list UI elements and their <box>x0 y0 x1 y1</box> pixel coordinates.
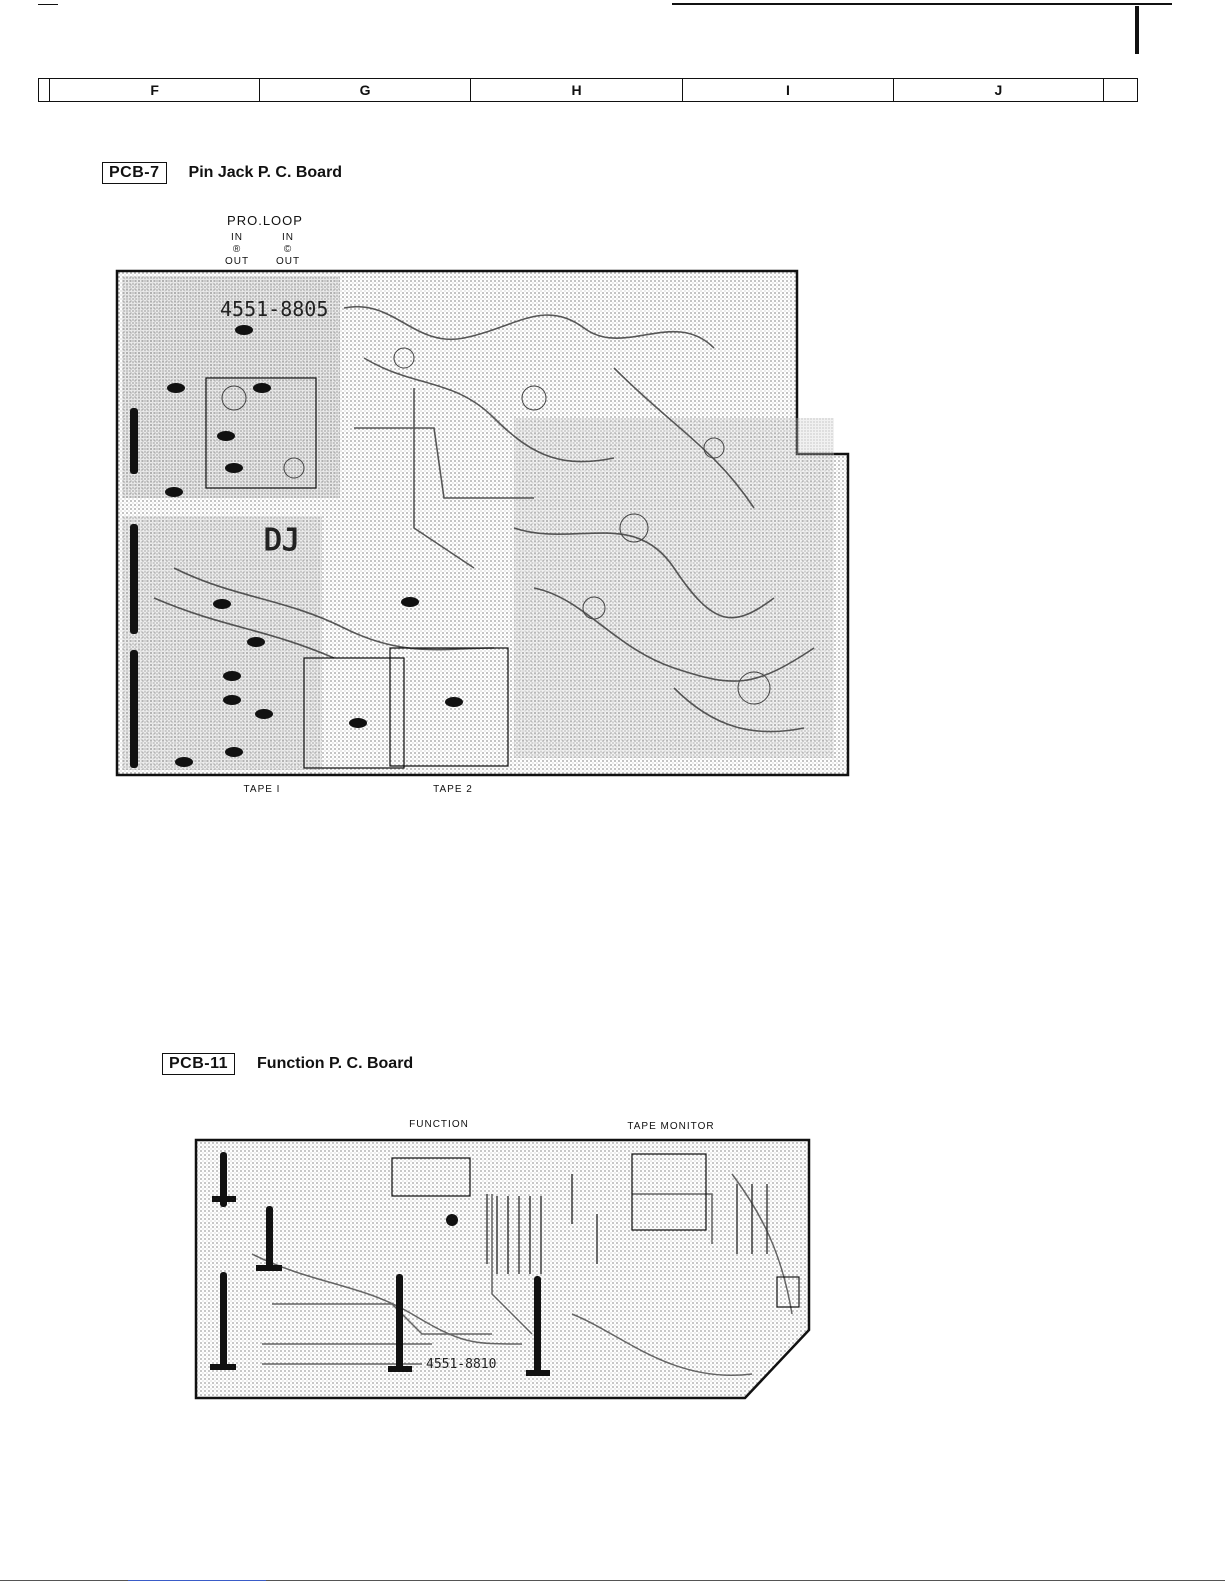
ruler-column-j: J <box>893 79 1103 101</box>
top-rule-right <box>672 3 1172 5</box>
pcb11-tag: PCB-11 <box>162 1053 235 1075</box>
ruler-column-f: F <box>49 79 259 101</box>
pcb11-heading: PCB-11 Function P. C. Board <box>162 1053 413 1075</box>
pcb7-tag: PCB-7 <box>102 162 167 184</box>
pcb7-board-number: 4551-8805 <box>220 297 328 321</box>
pcb11-board-number: 4551-8810 <box>426 1357 496 1372</box>
pcb7-heading: PCB-7 Pin Jack P. C. Board <box>102 162 342 184</box>
ruler-tail <box>1103 79 1138 101</box>
bottom-blue-link-rule <box>128 1580 266 1581</box>
ruler-column-h: H <box>470 79 682 101</box>
pcb11-board: 4551-8810 <box>192 1134 814 1404</box>
ruler-spacer <box>38 79 49 101</box>
ruler-column-i: I <box>682 79 892 101</box>
pcb7-title: Pin Jack P. C. Board <box>189 164 343 182</box>
pro-loop-label: PRO.LOOP <box>220 214 310 227</box>
column-ruler: F G H I J <box>38 78 1138 102</box>
tape1-label: TAPE I <box>232 783 292 796</box>
tape2-label: TAPE 2 <box>418 783 488 796</box>
pcb7-dj-mark: DJ <box>264 523 300 558</box>
jack-out-left: OUT <box>219 255 255 268</box>
jack-out-right: OUT <box>270 255 306 268</box>
function-label: FUNCTION <box>394 1118 484 1131</box>
pcb7-board: 4551-8805 DJ <box>114 268 854 780</box>
top-rule-left <box>38 4 58 5</box>
pcb11-title: Function P. C. Board <box>257 1055 413 1073</box>
tape-monitor-label: TAPE MONITOR <box>606 1120 736 1133</box>
ruler-column-g: G <box>259 79 469 101</box>
corner-mark <box>1135 6 1139 54</box>
